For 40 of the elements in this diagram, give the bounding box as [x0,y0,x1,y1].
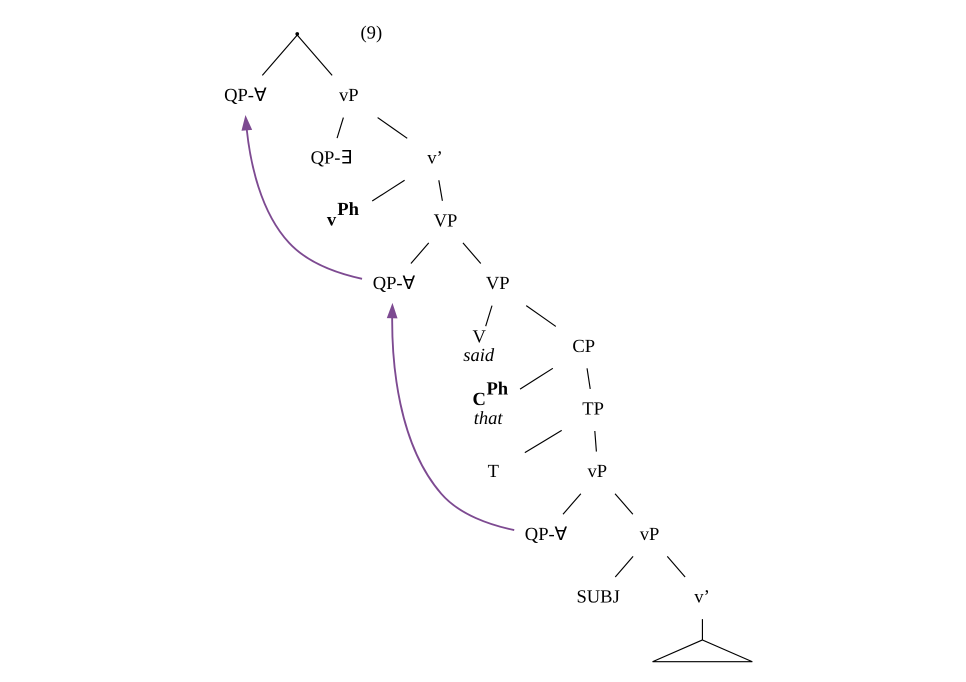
connector [296,34,333,76]
connector [702,619,703,640]
node-text: v’ [694,586,710,608]
connector [614,493,634,515]
connector [262,34,298,76]
connector [410,242,430,264]
connector [666,556,686,578]
connector [438,180,443,201]
node-text: vP [587,461,608,482]
node-text: vP [640,524,660,545]
node-text: VP [486,273,510,294]
node-text: v’ [427,148,443,169]
node-text: V said [463,326,494,366]
node-text: QP-∀ [524,524,568,545]
connector [562,493,582,515]
connector [372,180,405,202]
connector [336,117,344,138]
connector [485,305,493,326]
node-text: QP-∃ [310,148,353,169]
node-text: CP [572,336,596,357]
node-text: vP [339,85,359,106]
connector [526,305,556,327]
node-triangle [652,639,753,662]
node-text: VP [434,210,458,232]
node-text: QP-∀ [224,85,268,106]
node-text: SUBJ [576,586,620,608]
connector [462,242,482,264]
connector [520,368,554,390]
connector [614,556,634,578]
connector [594,430,597,452]
connector [586,368,591,389]
connector [377,117,408,139]
arrow [386,302,514,531]
arrow [241,115,362,280]
label: (9) [360,22,382,44]
node-text: T [488,461,499,482]
node-text: QP-∀ [372,273,416,294]
node-point [295,32,300,36]
connector [524,430,562,454]
node-text: TP [582,398,604,420]
